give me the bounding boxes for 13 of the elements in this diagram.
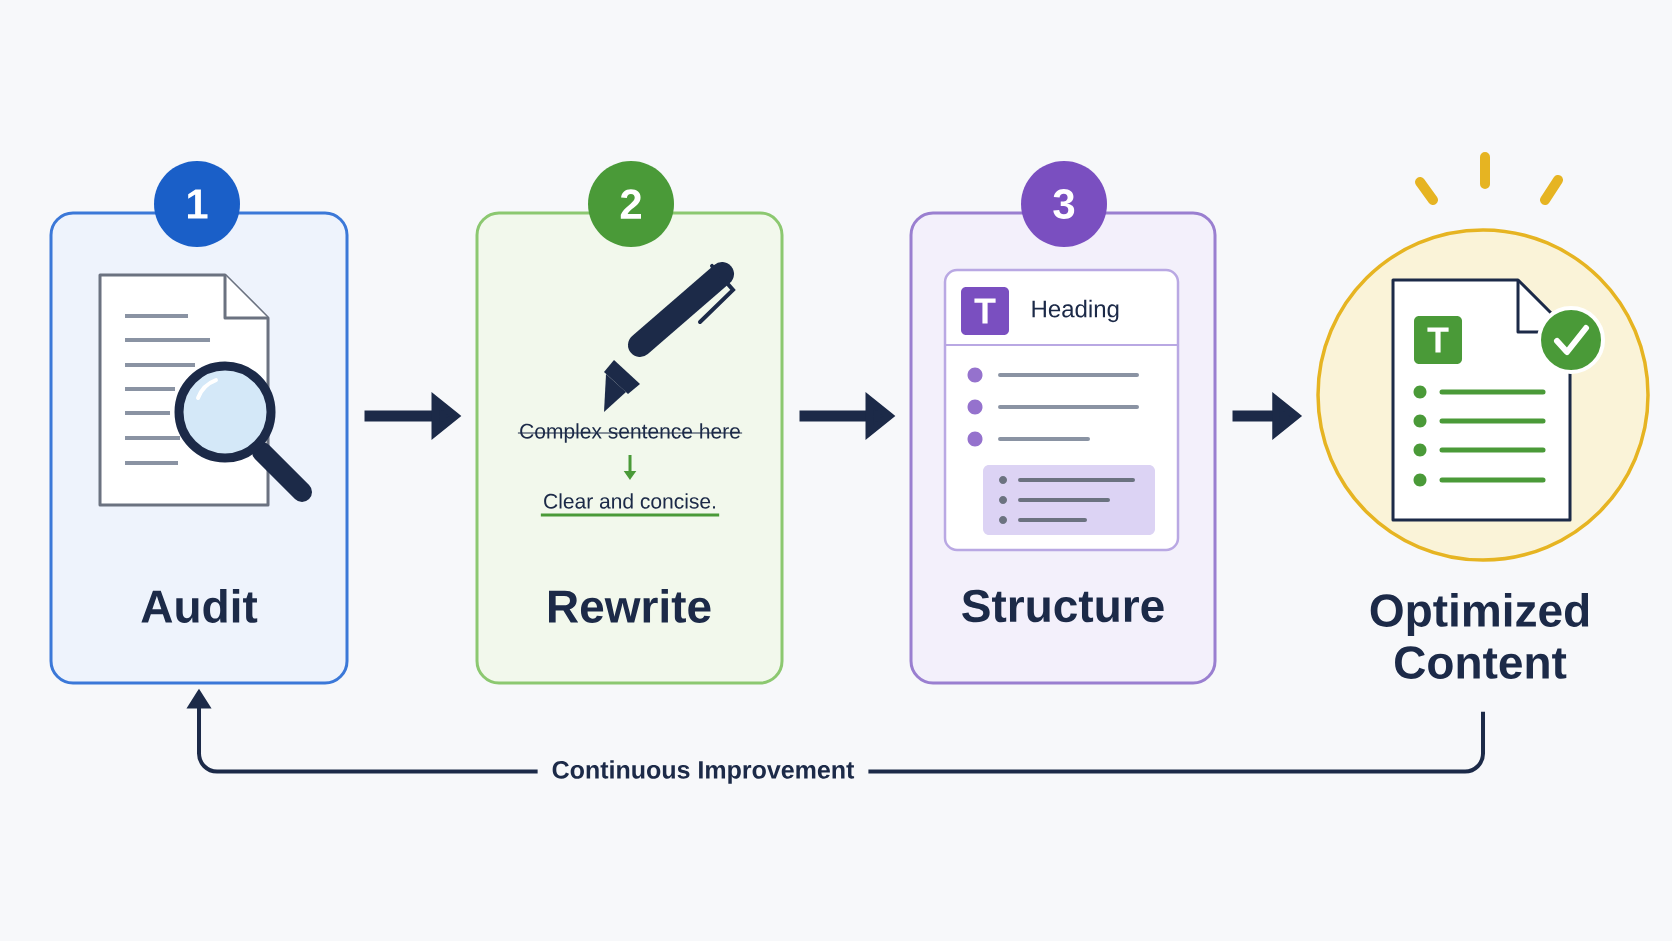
- heading-text: Heading: [1032, 299, 1119, 323]
- edge-label: Continuous Improvement: [537, 757, 869, 787]
- step-number-badge: 2: [588, 161, 674, 247]
- step-number-badge: 1: [154, 161, 240, 247]
- step-title: Rewrite: [549, 589, 711, 623]
- underlined-text: Clear and concise.: [540, 493, 720, 517]
- step-title: Audit: [141, 589, 258, 623]
- letter-badge: T: [961, 287, 1009, 335]
- letter-badge: T: [1414, 316, 1462, 364]
- step-title: Optimized Content: [1370, 593, 1589, 679]
- struck-through-text: Complex sentence here: [517, 423, 743, 443]
- step-number-badge: 3: [1021, 161, 1107, 247]
- step-title: Structure: [962, 589, 1164, 623]
